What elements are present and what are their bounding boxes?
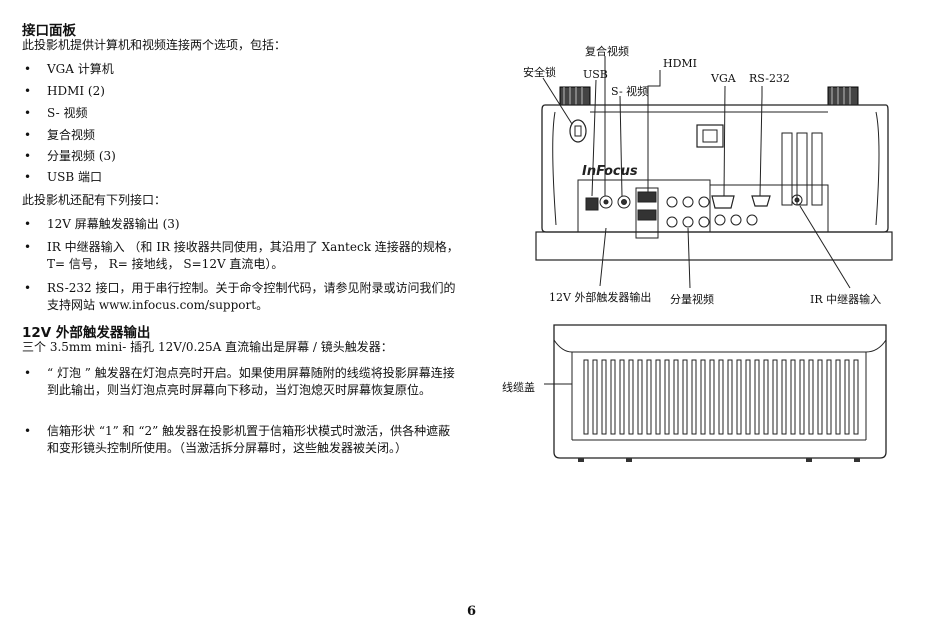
cable-cover-slot xyxy=(601,359,607,435)
cable-cover xyxy=(553,324,887,459)
label-trigger-output: 12V 外部触发器输出 xyxy=(549,291,652,304)
label-component-video: 分量视频 xyxy=(670,293,714,306)
cable-cover-slot xyxy=(763,359,769,435)
list-item: “ 灯泡 ” 触发器在灯泡点亮时开启。如果使用屏幕随附的线缆将投影屏幕连接到此输… xyxy=(47,366,455,397)
expansion-slot xyxy=(811,132,823,206)
security-lock-icon xyxy=(569,119,587,143)
component-jack-icon xyxy=(682,216,694,228)
cable-cover-slot xyxy=(709,359,715,435)
hdmi-port-icon xyxy=(637,191,657,203)
usb-port-icon xyxy=(585,197,599,211)
power-socket xyxy=(696,124,724,148)
bullet: • xyxy=(24,128,32,142)
interface-intro-2: 此投影机还配有下列接口： xyxy=(22,193,167,207)
list-item: S- 视频 xyxy=(47,106,88,120)
vga-port-icon xyxy=(711,195,735,209)
list-item: 复合视频 xyxy=(47,128,96,142)
bullet: • xyxy=(24,170,32,184)
bullet: • xyxy=(24,281,32,295)
cable-cover-slot xyxy=(754,359,760,435)
list-item: USB 端口 xyxy=(47,170,102,184)
cable-cover-slot xyxy=(727,359,733,435)
cable-cover-slot xyxy=(691,359,697,435)
cable-cover-slot xyxy=(808,359,814,435)
cable-cover-slot xyxy=(682,359,688,435)
cable-cover-slot xyxy=(817,359,823,435)
cable-cover-slot xyxy=(664,359,670,435)
label-vga: VGA xyxy=(711,72,736,85)
composite-jack-icon xyxy=(599,195,613,209)
label-security-lock: 安全锁 xyxy=(523,66,556,79)
cable-cover-slot xyxy=(610,359,616,435)
bullet: • xyxy=(24,62,32,76)
cable-cover-slot xyxy=(781,359,787,435)
list-item: HDMI (2) xyxy=(47,84,105,98)
cable-cover-slot xyxy=(835,359,841,435)
bullet: • xyxy=(24,366,32,380)
adjuster-knob-left xyxy=(559,86,591,106)
bullet: • xyxy=(24,84,32,98)
adjuster-knob-right xyxy=(827,86,859,106)
label-composite-video: 复合视频 xyxy=(585,45,629,58)
cable-cover-slot xyxy=(790,359,796,435)
label-ir-input: IR 中继器输入 xyxy=(810,293,882,306)
cable-cover-slot xyxy=(673,359,679,435)
bullet: • xyxy=(24,149,32,163)
bullet: • xyxy=(24,106,32,120)
label-hdmi: HDMI xyxy=(663,57,698,70)
cable-cover-slots xyxy=(583,359,859,435)
label-cable-cover: 线缆盖 xyxy=(502,381,535,394)
cable-cover-slot xyxy=(853,359,859,435)
component-jack-icon xyxy=(698,216,710,228)
expansion-slot xyxy=(796,132,808,206)
component-jack-icon xyxy=(698,196,710,208)
section-title-interface-panel: 接口面板 xyxy=(22,23,76,39)
cable-cover-slot xyxy=(745,359,751,435)
cable-cover-slot xyxy=(637,359,643,435)
cable-cover-slot xyxy=(583,359,589,435)
cable-cover-slot xyxy=(772,359,778,435)
list-item: RS-232 接口，用于串行控制。关于命令控制代码，请参见附录或访问我们的支持网… xyxy=(47,281,456,312)
cable-cover-slot xyxy=(619,359,625,435)
component-jack-icon xyxy=(666,196,678,208)
component-jack-icon xyxy=(666,216,678,228)
list-item: 12V 屏幕触发器输出 (3) xyxy=(47,217,180,231)
brand-logo: InFocus xyxy=(582,164,638,179)
rs232-port-icon xyxy=(751,195,771,207)
label-rs232: RS-232 xyxy=(749,72,790,85)
s-video-jack-icon xyxy=(617,195,631,209)
list-item: 分量视频 (3) xyxy=(47,149,116,163)
list-item: 信箱形状 “1” 和 “2” 触发器在投影机置于信箱形状模式时激活，供各种遮蔽和… xyxy=(47,424,451,455)
trigger-intro: 三个 3.5mm mini- 插孔 12V/0.25A 直流输出是屏幕 / 镜头… xyxy=(22,340,393,354)
cable-cover-slot xyxy=(700,359,706,435)
interface-intro: 此投影机提供计算机和视频连接两个选项，包括： xyxy=(22,38,287,52)
trigger-jack-icon xyxy=(714,214,726,226)
label-s-video: S- 视频 xyxy=(611,85,649,98)
section-title-trigger: 12V 外部触发器输出 xyxy=(22,325,151,341)
trigger-jack-icon xyxy=(746,214,758,226)
cable-cover-slot xyxy=(628,359,634,435)
cable-cover-slot xyxy=(718,359,724,435)
cable-cover-slot xyxy=(646,359,652,435)
cable-cover-slot xyxy=(592,359,598,435)
label-usb: USB xyxy=(583,68,608,81)
bullet: • xyxy=(24,240,32,254)
expansion-slot xyxy=(781,132,793,206)
hdmi-port-icon xyxy=(637,209,657,221)
list-item: IR 中继器输入 （和 IR 接收器共同使用，其沿用了 Xanteck 连接器的… xyxy=(47,240,459,271)
cable-cover-slot xyxy=(736,359,742,435)
base-plate xyxy=(535,231,893,261)
list-item: VGA 计算机 xyxy=(47,62,114,76)
page-number: 6 xyxy=(467,604,477,619)
trigger-jack-icon xyxy=(730,214,742,226)
component-jack-icon xyxy=(682,196,694,208)
cable-cover-slot xyxy=(844,359,850,435)
cable-cover-slot xyxy=(655,359,661,435)
cable-cover-slot xyxy=(799,359,805,435)
bullet: • xyxy=(24,424,32,438)
ir-jack-icon xyxy=(791,194,803,206)
bullet: • xyxy=(24,217,32,231)
cable-cover-slot xyxy=(826,359,832,435)
